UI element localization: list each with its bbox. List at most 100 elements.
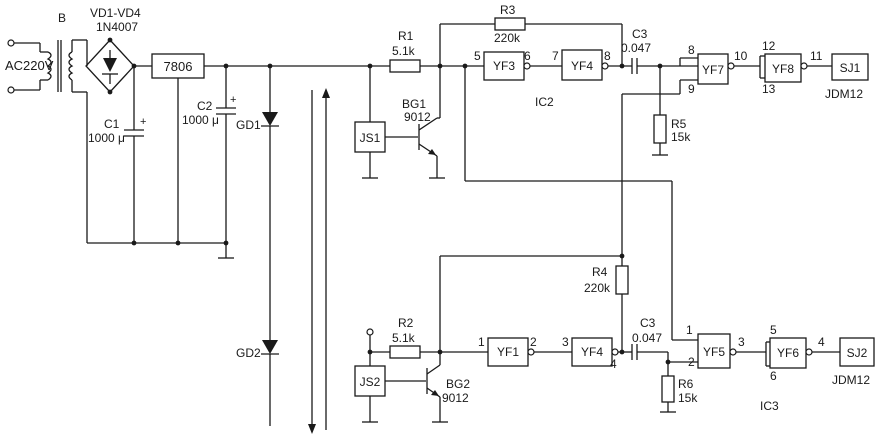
yf3-label: YF3	[493, 59, 515, 73]
transformer-label: B	[58, 11, 66, 25]
gate-yf4-bottom: YF4 3 4	[562, 335, 632, 371]
ground-bus	[87, 240, 234, 259]
resistor-r4: R4 220k	[584, 256, 629, 352]
yf1-pin-in: 1	[478, 335, 485, 349]
capacitor-c3-bottom: C3 0.047	[631, 316, 698, 365]
js1-label: JS1	[360, 131, 381, 145]
yf5-label: YF5	[703, 345, 725, 359]
c3-bottom-label: C3	[640, 316, 656, 330]
resistor-r6: R6 15k	[660, 362, 698, 413]
ic3-label: IC3	[760, 399, 779, 413]
yf3-pin-out: 6	[524, 49, 531, 63]
c2-label: C2	[197, 99, 213, 113]
gd1-label: GD1	[236, 118, 261, 132]
gate-yf3: YF3 5 6	[464, 49, 562, 181]
bridge-part-label: 1N4007	[96, 20, 138, 34]
bg2-part: 9012	[442, 391, 469, 405]
js2-label: JS2	[360, 375, 381, 389]
c3-top-value: 0.047	[621, 41, 651, 55]
c2-value: 1000 μ	[182, 113, 219, 127]
capacitor-c3-top: C3 0.047	[621, 27, 698, 74]
r2-value: 5.1k	[392, 331, 416, 345]
yf8-label: YF8	[772, 62, 794, 76]
r1-value: 5.1k	[392, 44, 416, 58]
light-beam-arrows	[308, 88, 330, 434]
yf4-bottom-label: YF4	[581, 345, 603, 359]
r2-label: R2	[398, 316, 414, 330]
transistor-bg2: BG2 9012	[426, 352, 470, 423]
resistor-r2: R2 5.1k	[366, 316, 488, 366]
r4-value: 220k	[584, 281, 611, 295]
yf4-bottom-pin-in: 3	[562, 335, 569, 349]
c1-label: C1	[104, 117, 120, 131]
sounder-sj2: SJ2 JDM12	[832, 337, 875, 387]
capacitor-c2: + C2 1000 μ	[182, 63, 236, 246]
yf4-top-pin-in: 7	[552, 49, 559, 63]
yf8-pin-b: 13	[762, 82, 776, 96]
yf6-label: YF6	[777, 346, 799, 360]
resistor-r3: R3 220k	[439, 3, 623, 66]
yf7-label: YF7	[702, 63, 724, 77]
c1-value: 1000 μ	[88, 131, 125, 145]
c1-plus: +	[140, 116, 146, 128]
jdm-bottom-label: JDM12	[832, 373, 870, 387]
c3-bottom-value: 0.047	[632, 331, 662, 345]
ac-input: AC220V	[5, 39, 54, 94]
yf8-pin-out: 11	[810, 49, 823, 63]
yf6-pin-b: 6	[770, 369, 777, 383]
yf5-pin-a: 1	[686, 323, 693, 337]
yf1-pin-out: 2	[530, 335, 537, 349]
gate-yf8: YF8 12 13 11	[759, 39, 832, 96]
yf8-pin-a: 12	[762, 39, 776, 53]
ac-label: AC220V	[5, 58, 54, 73]
transistor-bg1: BG1 9012	[402, 66, 445, 179]
gate-yf1: YF1 1 2	[478, 335, 572, 367]
gate-yf5: YF5 1 2 3	[686, 323, 766, 369]
diode-gd1: GD1	[236, 63, 279, 340]
gate-yf7: YF7 8 9 10	[679, 43, 760, 96]
yf7-pin-a: 8	[688, 43, 695, 57]
yf1-label: YF1	[497, 345, 519, 359]
bridge-label: VD1-VD4	[90, 6, 141, 20]
sensor-js2: JS2	[354, 365, 426, 423]
sensor-js1: JS1	[354, 66, 418, 179]
bridge-rectifier: VD1-VD4 1N4007	[85, 6, 152, 243]
yf3-pin-in: 5	[474, 49, 481, 63]
gate-yf4-top: YF4 7 8 IC2	[535, 49, 632, 109]
r1-label: R1	[398, 29, 414, 43]
bg1-part: 9012	[404, 110, 431, 124]
yf5-pin-b: 2	[688, 355, 695, 369]
ic2-label: IC2	[535, 95, 554, 109]
yf4-bottom-pin-out: 4	[610, 357, 617, 371]
bg1-label: BG1	[402, 97, 426, 111]
r5-label: R5	[671, 117, 687, 131]
yf6-pin-a: 5	[770, 323, 777, 337]
r6-label: R6	[678, 377, 694, 391]
r3-value: 220k	[494, 31, 521, 45]
diode-gd2: GD2	[236, 340, 279, 426]
regulator-label: 7806	[164, 59, 193, 74]
resistor-r1: R1 5.1k	[367, 29, 468, 73]
resistor-r5: R5 15k	[652, 66, 691, 156]
yf5-pin-out: 3	[738, 335, 745, 349]
sounder-sj1: SJ1 JDM12	[825, 53, 869, 101]
yf7-pin-b: 9	[688, 82, 695, 96]
transformer-b: B	[40, 11, 88, 93]
yf4-top-label: YF4	[571, 59, 593, 73]
sj1-label: SJ1	[840, 61, 861, 75]
gd2-label: GD2	[236, 346, 261, 360]
gate-yf6: YF6 5 6 4 IC3	[760, 323, 840, 413]
cross-links	[439, 93, 698, 352]
bg2-label: BG2	[446, 377, 470, 391]
r4-label: R4	[592, 265, 608, 279]
sj2-label: SJ2	[847, 346, 868, 360]
capacitor-c1: + C1 1000 μ	[88, 63, 146, 243]
regulator-7806: 7806	[151, 53, 370, 243]
r5-value: 15k	[671, 130, 691, 144]
yf4-top-pin-out: 8	[604, 49, 611, 63]
yf6-pin-out: 4	[818, 335, 825, 349]
r6-value: 15k	[678, 391, 698, 405]
r3-label: R3	[500, 3, 516, 17]
c3-top-label: C3	[632, 27, 648, 41]
